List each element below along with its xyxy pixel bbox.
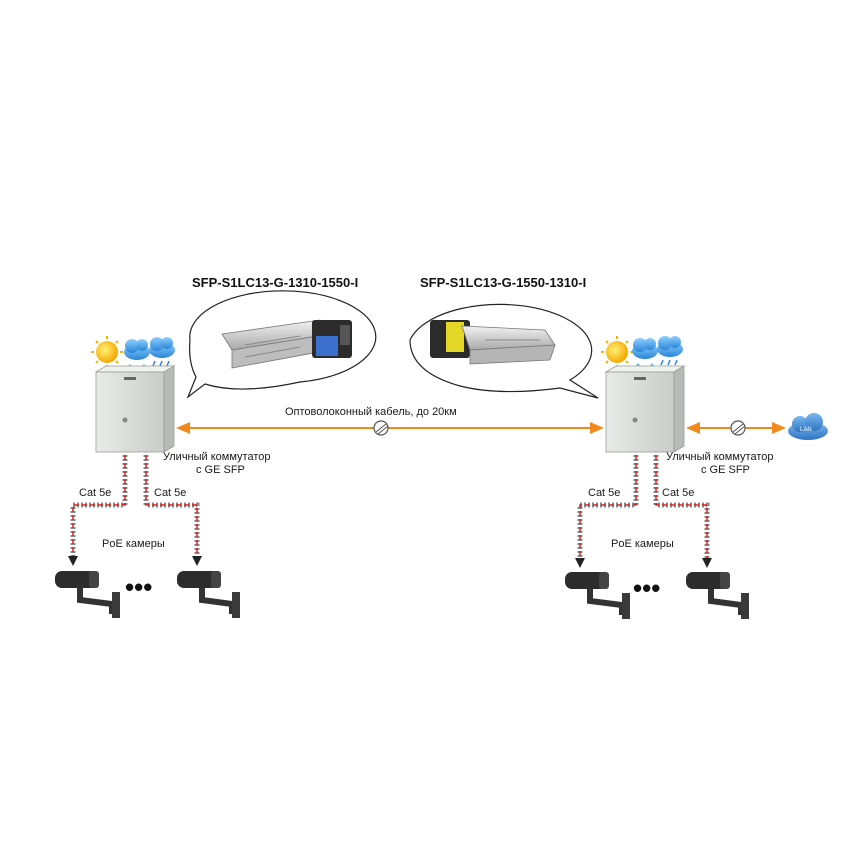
cat5e-cable-left-b bbox=[143, 455, 202, 566]
switch-left-label-line2: с GE SFP bbox=[196, 464, 245, 476]
fiber-link-label: Оптоволоконный кабель, до 20км bbox=[285, 406, 457, 418]
cable-left-b-label: Cat 5e bbox=[154, 487, 186, 499]
camera-icon-left-2 bbox=[177, 571, 240, 618]
cable-left-a-label: Cat 5e bbox=[79, 487, 111, 499]
cable-right-a-label: Cat 5e bbox=[588, 487, 620, 499]
sfp-module-left bbox=[221, 319, 352, 369]
cameras-right-ellipsis: ••• bbox=[633, 573, 660, 603]
fiber-connector-icon bbox=[730, 420, 746, 436]
weather-icons-right bbox=[601, 336, 683, 369]
poe-cameras-right-label: PoE камеры bbox=[611, 538, 674, 550]
snow-cloud-icon bbox=[124, 339, 150, 370]
cable-right-b-label: Cat 5e bbox=[662, 487, 694, 499]
cat5e-cable-left-a bbox=[68, 455, 128, 566]
sun-icon bbox=[601, 336, 633, 368]
sfp-module-right bbox=[430, 320, 556, 365]
snow-cloud-icon bbox=[632, 338, 658, 369]
street-switch-cabinet-left bbox=[94, 365, 176, 453]
sfp-left-label: SFP-S1LC13-G-1310-1550-I bbox=[192, 275, 358, 290]
street-switch-cabinet-right bbox=[604, 365, 686, 453]
lan-label: LAN bbox=[800, 427, 812, 433]
poe-cameras-left-label: PoE камеры bbox=[102, 538, 165, 550]
rain-cloud-icon bbox=[657, 336, 683, 366]
cat5e-cable-right-a bbox=[575, 455, 639, 568]
weather-icons-left bbox=[91, 336, 175, 370]
camera-icon-right-2 bbox=[686, 572, 749, 619]
lan-cloud-icon: LAN bbox=[788, 413, 828, 440]
switch-right-label-line1: Уличный коммутатор bbox=[666, 451, 773, 463]
camera-icon-left-1 bbox=[55, 571, 120, 618]
switch-left-label-line1: Уличный коммутатор bbox=[163, 451, 270, 463]
cameras-left-ellipsis: ••• bbox=[125, 572, 152, 602]
camera-icon-right-1 bbox=[565, 572, 630, 619]
fiber-link-arrow bbox=[176, 420, 604, 436]
sun-icon bbox=[91, 336, 123, 368]
lan-link-arrow bbox=[686, 420, 786, 436]
switch-right-label-line2: с GE SFP bbox=[701, 464, 750, 476]
rain-cloud-icon bbox=[149, 337, 175, 367]
fiber-connector-icon bbox=[373, 420, 389, 436]
cat5e-cable-right-b bbox=[653, 455, 712, 568]
sfp-right-label: SFP-S1LC13-G-1550-1310-I bbox=[420, 275, 586, 290]
